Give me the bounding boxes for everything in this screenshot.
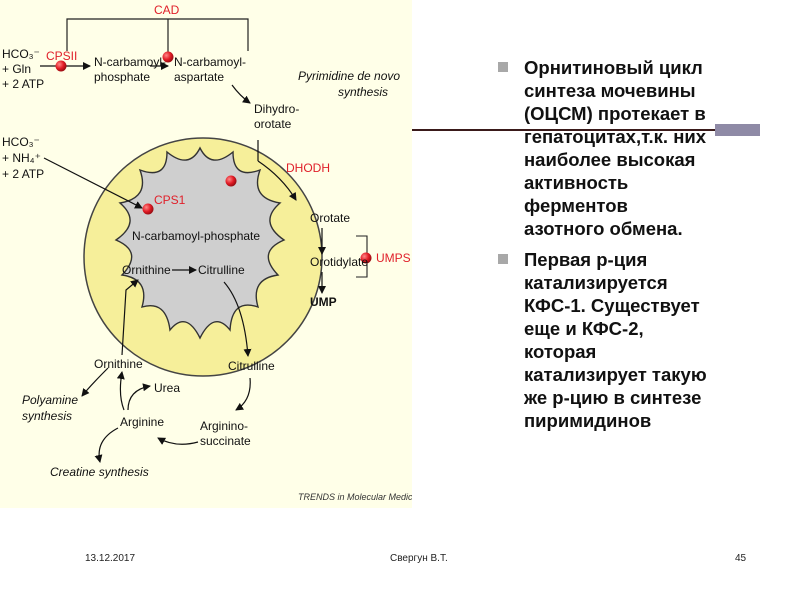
substrate-mid-line3: + 2 ATP (2, 167, 44, 181)
arrow-citrulline-out (223, 281, 252, 357)
orotate-label: Orotate (310, 211, 350, 225)
bullet-line: ферментов (524, 195, 628, 216)
pathway-diagram: CAD CPSII DHODH CPS1 UMPS HCO₃⁻ + Gln + … (2, 3, 412, 502)
arrow-to-polyamine (81, 367, 109, 397)
dhodh-enzyme-icon (225, 175, 237, 187)
bullet-line: которая (524, 341, 597, 362)
ncp-mito-label: N-carbamoyl-phosphate (132, 229, 260, 243)
bullet-line: катализируется (524, 272, 668, 293)
metabolic-pathway-figure: CAD CPSII DHODH CPS1 UMPS HCO₃⁻ + Gln + … (0, 0, 412, 508)
cpsii-label: CPSII (46, 49, 77, 63)
ump-label: UMP (310, 295, 337, 309)
substrate-mid-line1: HCO₃⁻ (2, 135, 40, 149)
mitochondrial-matrix (114, 146, 286, 340)
arrow-arginine-to-urea (127, 383, 151, 411)
cps1-label: CPS1 (154, 193, 186, 207)
creatine-caption: Creatine synthesis (50, 465, 149, 479)
nca-line1: N-carbamoyl- (174, 55, 246, 69)
ncp-top-line2: phosphate (94, 70, 150, 84)
cad-bracket (66, 18, 249, 51)
arrow-ornithine-in (121, 279, 139, 356)
footer-author: Свергун В.Т. (390, 553, 448, 564)
dhodh-label: DHODH (286, 161, 330, 175)
dho-line2: orotate (254, 117, 292, 131)
bullet-square-icon (498, 254, 508, 264)
arrow-dho-to-orotate (257, 160, 297, 201)
bullet-line: синтеза мочевины (524, 80, 696, 101)
decorative-divider-line (412, 129, 760, 131)
polyamine-caption-line1: Polyamine (22, 393, 78, 407)
bullet-line: гепатоцитах,т.к. них (524, 126, 707, 147)
bullet-line: КФС-1. Существует (524, 295, 700, 316)
pyrimidine-caption-line2: synthesis (338, 85, 388, 99)
bullet-line: пиримидинов (524, 410, 652, 431)
substrate-top-line3: + 2 ATP (2, 77, 44, 91)
umps-label: UMPS (376, 251, 411, 265)
bullet-line: (ОЦСМ) протекает в (524, 103, 706, 124)
ornithine-mito-label: Ornithine (122, 263, 171, 277)
citrulline-cyto-label: Citrulline (228, 359, 275, 373)
umps-enzyme-icon (360, 252, 372, 264)
argsucc-line2: succinate (200, 434, 251, 448)
arrow-arginine-to-ornithine (116, 371, 125, 411)
footer-date: 13.12.2017 (85, 553, 136, 564)
arrow-argsucc-to-arginine (157, 437, 199, 445)
arrow-to-dho (231, 84, 251, 104)
bullet-item: Орнитиновый цикл синтеза мочевины (ОЦСМ)… (492, 56, 754, 240)
bullet-item: Первая р-ция катализируется КФС-1. Сущес… (492, 248, 754, 432)
bullet-square-icon (498, 62, 508, 72)
cad-label: CAD (154, 3, 180, 17)
urea-label: Urea (154, 381, 180, 395)
substrate-top-line1: HCO₃⁻ (2, 47, 40, 61)
cad-enzyme-icon (162, 51, 174, 63)
substrate-top-line2: + Gln (2, 62, 31, 76)
pyrimidine-caption-line1: Pyrimidine de novo (298, 69, 400, 83)
argsucc-line1: Arginino- (200, 419, 248, 433)
ncp-top-line1: N-carbamoyl- (94, 55, 166, 69)
bullet-line: активность (524, 172, 629, 193)
arrow-citrulline-to-argsucc (235, 377, 251, 411)
bullet-line: Орнитиновый цикл (524, 57, 703, 78)
footer-page-number: 45 (735, 553, 747, 564)
ornithine-cyto-label: Ornithine (94, 357, 143, 371)
bullet-line: Первая р-ция (524, 249, 648, 270)
polyamine-caption-line2: synthesis (22, 409, 72, 423)
arrow-hco3-to-cps1 (43, 157, 143, 209)
orotidylate-label: Orotidylate (310, 255, 368, 269)
decorative-divider-bar (715, 124, 760, 136)
bullet-list: Орнитиновый цикл синтеза мочевины (ОЦСМ)… (492, 56, 754, 440)
bullet-line: азотного обмена. (524, 218, 683, 239)
bullet-line: еще и КФС-2, (524, 318, 644, 339)
bullet-line: наиболее высокая (524, 149, 696, 170)
substrate-mid-line2: + NH₄⁺ (2, 151, 41, 165)
nca-line2: aspartate (174, 70, 224, 84)
dho-line1: Dihydro- (254, 102, 299, 116)
arginine-label: Arginine (120, 415, 164, 429)
citrulline-mito-label: Citrulline (198, 263, 245, 277)
figure-credit: TRENDS in Molecular Medicine (298, 492, 412, 502)
bullet-line: катализирует такую (524, 364, 707, 385)
bullet-line: же р-цию в синтезе (524, 387, 702, 408)
arrow-to-creatine (94, 427, 119, 463)
cpsii-enzyme-icon (55, 60, 67, 72)
cps1-enzyme-icon (142, 203, 154, 215)
